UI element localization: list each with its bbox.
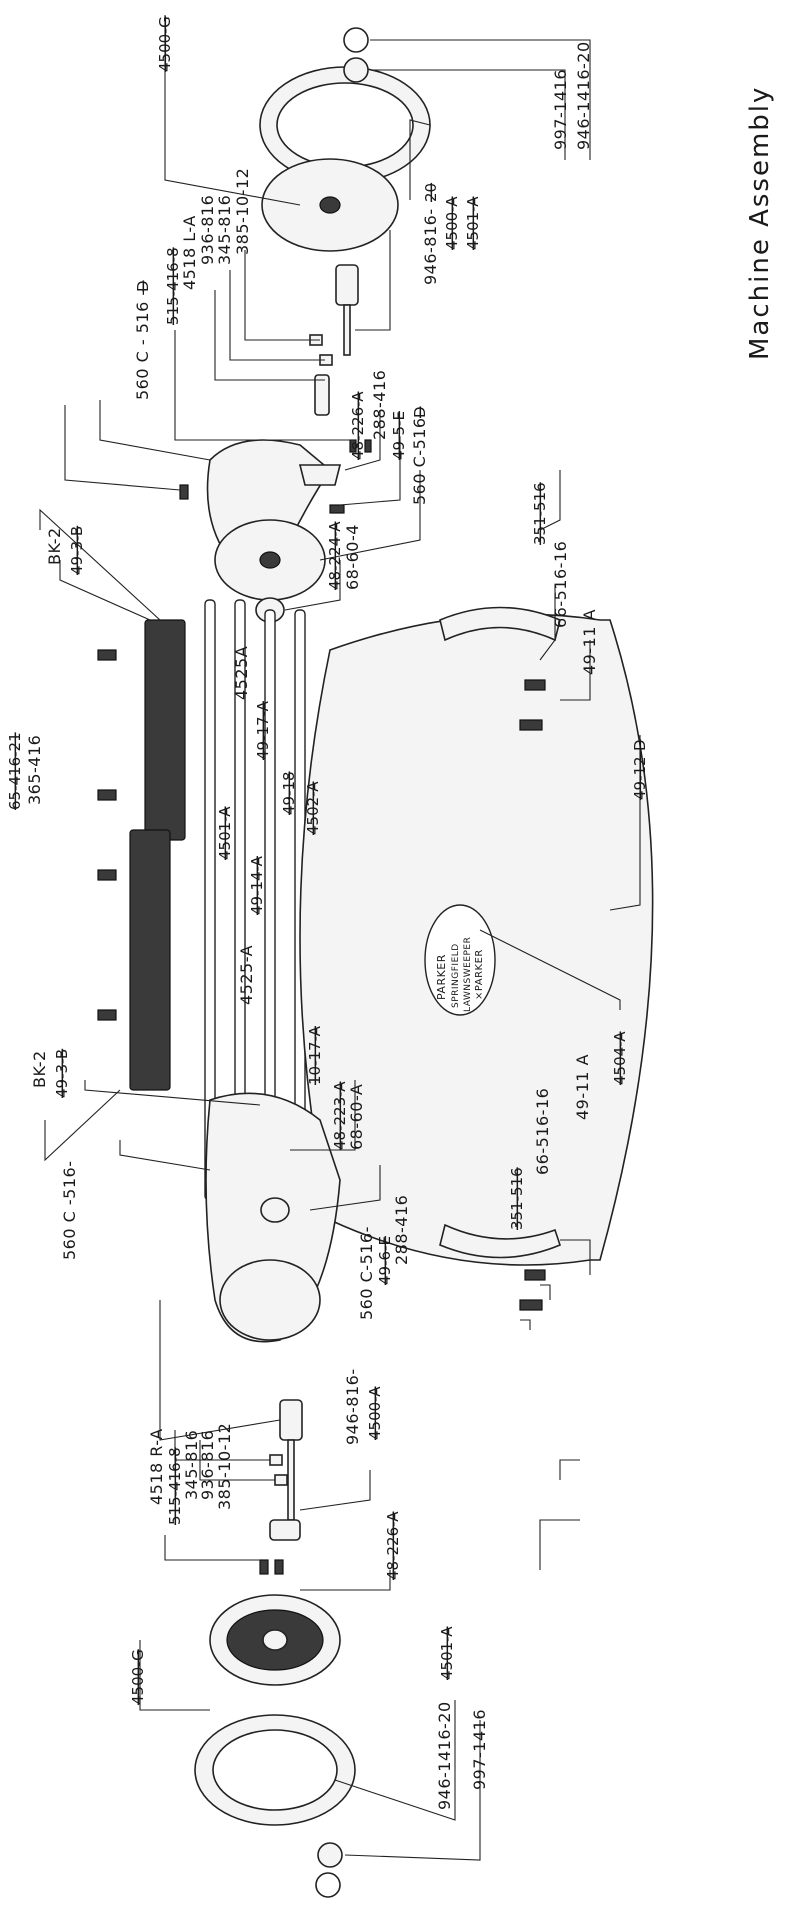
nameplate-line-4: ×PARKER <box>474 949 485 1000</box>
label-946-816-top: 946-816- <box>421 208 440 285</box>
label-49-3-b-top: 49-3-B <box>68 526 86 575</box>
top-side-frame <box>206 439 332 601</box>
label-68-60-a: 68-60-A <box>347 1084 366 1150</box>
bottom-pulley <box>260 1197 290 1223</box>
nameplate-line-2: SPRINGFIELD <box>451 943 461 1008</box>
label-385-10-12-bottom: 385-10-12 <box>215 1423 234 1510</box>
label-49-3-b-bottom: 49-3-B <box>53 1049 71 1098</box>
label-351-516-bottom: 351-516 <box>508 1167 526 1230</box>
label-49-11a-bottom: 49-11 A <box>573 1054 592 1120</box>
label-4518-l-a: 4518 L-A <box>180 215 199 290</box>
label-10-17-a: 10-17-A <box>306 1025 324 1085</box>
label-4504-a: 4504-A <box>611 1031 629 1085</box>
label-560c-516-e: 560 C-516- <box>357 1226 376 1320</box>
label-936-816-bottom: 936-816 <box>198 1430 217 1500</box>
label-49-18: 49-18 <box>280 771 298 815</box>
label-288-416-top: 288-416 <box>370 370 389 440</box>
label-515-top: 515-416-8 <box>164 247 182 325</box>
brush-upper-right <box>144 619 186 841</box>
label-946-1416-20-bottom: 946-1416-20 <box>435 1701 454 1810</box>
brush-bolts <box>97 649 117 1021</box>
handle-bar-top <box>439 606 561 642</box>
label-997-1416-bottom: 997-1416 <box>470 1709 489 1790</box>
label-946-1416-20-top: 946-1416-20 <box>574 41 593 150</box>
brush-upper-left <box>129 829 171 1091</box>
label-65-416-21: 65-416-21 <box>6 732 24 810</box>
label-68-60-4: 68-60-4 <box>343 524 362 590</box>
label-4500-a-top: 4500-A <box>443 196 461 250</box>
label-4500-g-bottom: 4500-G <box>129 1649 147 1705</box>
label-365-416: 365-416 <box>25 735 44 805</box>
label-4500-a-bottom: 4500-A <box>366 1386 384 1440</box>
label-bk-2-bottom: BK-2 <box>30 1050 49 1088</box>
label-48-226-a-bottom: 48-226-A <box>384 1511 402 1580</box>
label-48-224-a: 48-224-A <box>326 521 344 590</box>
label-936-816-top: 936-816 <box>198 195 217 265</box>
top-bracket <box>298 464 345 514</box>
label-48-226-a-top: 48-226-A <box>349 391 367 460</box>
top-washers <box>343 27 369 83</box>
label-4525a: 4525A <box>232 646 251 700</box>
label-997-1416-top: 997-1416 <box>551 69 570 150</box>
label-49-6-e: 49-6-E <box>376 1236 394 1285</box>
label-4501-a-bottom: 4501-A <box>438 1626 456 1680</box>
wing-nut-bottom <box>519 1269 546 1311</box>
label-49-5-e: 49-5-E <box>390 411 408 460</box>
nameplate: PARKER SPRINGFIELD LAWNSWEEPER ×PARKER <box>424 904 496 1016</box>
label-560c-516-top-suffix: D <box>134 280 152 292</box>
label-351-516-top: 351-516 <box>531 482 549 545</box>
label-560c-516-b-top: 560 C-516- <box>410 411 429 505</box>
label-66-516-16-bottom: 66-516-16 <box>533 1088 552 1175</box>
top-tire <box>259 66 431 184</box>
top-small-parts <box>309 334 333 416</box>
top-wheel <box>261 158 399 252</box>
label-4501-a-top: 4501-A <box>464 196 482 250</box>
label-49-12-d: 49-12-D <box>631 739 649 800</box>
label-4525-a: 4525-A <box>237 945 256 1005</box>
label-49-11a-top: 49-11 A <box>580 609 599 675</box>
handle-bar-bottom <box>439 1223 561 1259</box>
label-66-516-16-top: 66-516-16 <box>551 541 570 628</box>
label-49-14-a: 49-14-A <box>248 855 266 915</box>
label-946-816-suffix-top: 20 <box>422 183 440 202</box>
nameplate-line-3: LAWNSWEEPER <box>463 937 473 1012</box>
leader-lines <box>39 15 641 1861</box>
label-288-416-bottom: 288-416 <box>392 1195 411 1265</box>
label-515-bottom: 515-416-8 <box>166 1447 184 1525</box>
label-48-223-a: 48-223-A <box>331 1081 349 1150</box>
label-560c-516-top: 560 C - 516 - <box>133 289 152 400</box>
label-bk-2-top: BK-2 <box>45 527 64 565</box>
label-4518-r-a: 4518 R-A <box>147 1428 166 1505</box>
label-345-816-bottom: 345-816 <box>182 1430 201 1500</box>
nameplate-line-1: PARKER <box>435 954 448 1000</box>
label-560c-516-bottom: 560 C -516- <box>60 1161 79 1260</box>
bottom-small-parts <box>259 1454 288 1575</box>
bottom-washers <box>315 1842 343 1898</box>
bottom-hub <box>269 1399 303 1541</box>
bottom-wheel <box>209 1594 341 1686</box>
label-4502-a: 4502-A <box>304 781 322 835</box>
label-946-816-bottom: 946-816- <box>343 1368 362 1445</box>
label-4501-a-mid: 4501-A <box>216 806 234 860</box>
label-4500-g-top: 4500-G <box>156 16 174 72</box>
diagram-title: Machine Assembly <box>745 86 775 360</box>
bottom-tire <box>194 1714 356 1826</box>
top-bolts <box>179 439 372 500</box>
top-hub <box>335 264 359 356</box>
wing-nut-top <box>519 679 546 731</box>
label-560c-516-b-top-suffix: D <box>411 406 429 418</box>
label-385-10-12-top: 385-10-12 <box>233 168 252 255</box>
label-345-816-top: 345-816 <box>215 195 234 265</box>
label-49-17-a: 49-17-A <box>254 700 272 760</box>
